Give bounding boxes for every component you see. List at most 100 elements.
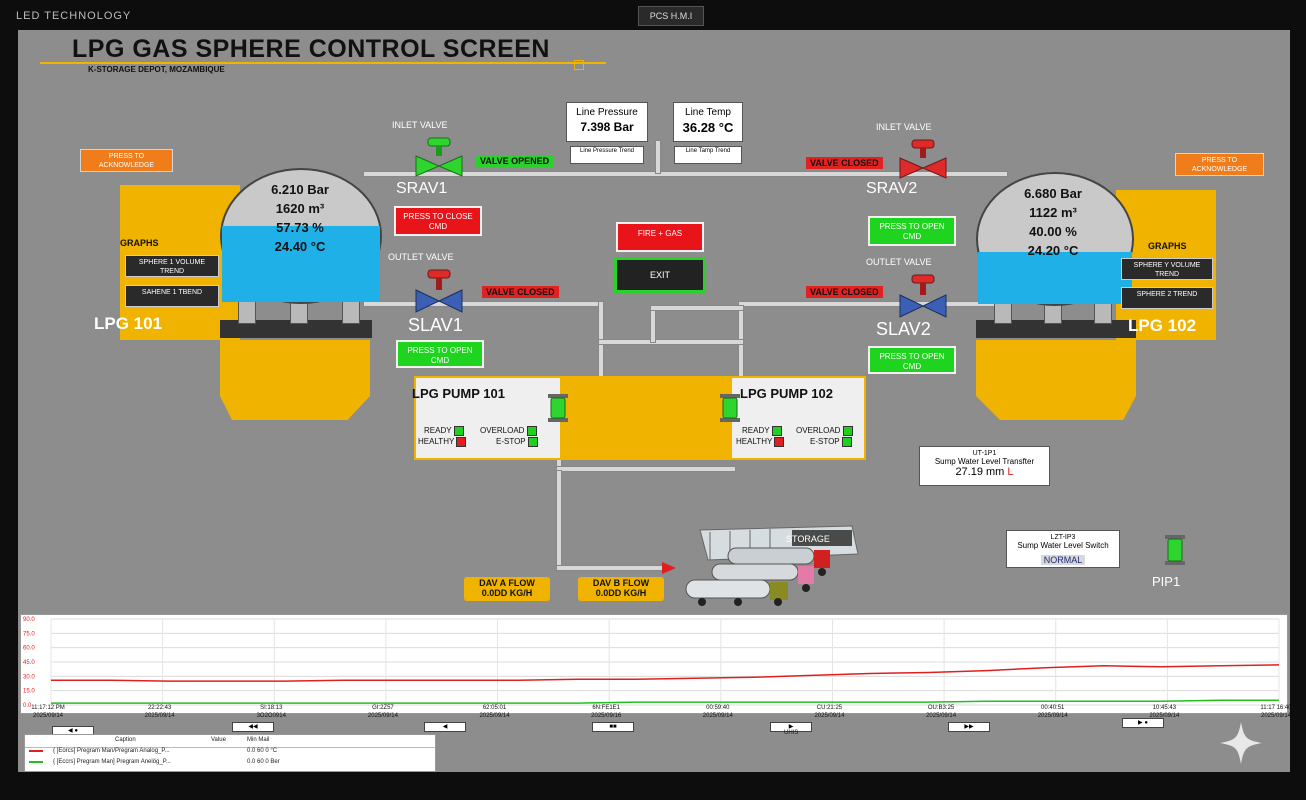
pump2-overload-row: OVERLOAD — [796, 426, 853, 436]
sphere1-temp: 24.40 °C — [274, 239, 326, 254]
pump2-icon[interactable] — [718, 392, 742, 424]
pump1-healthy-row: HEALTHY — [418, 437, 467, 447]
sphere2-level: 40.00 % — [1029, 224, 1077, 239]
sphere2-trend-button[interactable]: SPHERE 2 TREND — [1121, 287, 1213, 309]
srav2-open-button[interactable]: PRESS TO OPEN CMD — [868, 216, 956, 246]
srav2-caption: INLET VALVE — [876, 122, 932, 132]
pump1-ready-row: READY — [424, 426, 464, 436]
exit-button[interactable]: EXIT — [617, 260, 703, 290]
trend-nav-button[interactable]: ▶ — [770, 722, 812, 732]
cross-pipe-low — [598, 339, 744, 345]
pip1-pump-icon[interactable] — [1163, 533, 1187, 567]
slav2-open-button[interactable]: PRESS TO OPEN CMD — [868, 346, 956, 374]
left-outlet-pipe — [363, 301, 603, 307]
fire-gas-button[interactable]: FIRE + GAS — [616, 222, 704, 252]
line-temp-trend-button[interactable]: Line Tamp Trend — [674, 146, 742, 164]
line-pressure-box: Line Pressure 7.398 Bar — [566, 102, 648, 142]
ack-button-right[interactable]: PRESS TO ACKNOWLEDGE — [1175, 153, 1264, 176]
legend-divider — [25, 747, 435, 748]
sphere1-graphs-heading: GRAPHS — [120, 238, 159, 248]
right-outlet-pipe — [738, 301, 1008, 307]
sump-transmitter-flag: L — [1007, 466, 1014, 478]
pump1-estop-row: E-STOP — [496, 437, 538, 447]
slav1-valve-icon[interactable] — [414, 268, 464, 314]
legend-col-value: Value — [211, 737, 226, 743]
slav2-name: SLAV2 — [876, 319, 931, 339]
srav1-name: SRAV1 — [396, 180, 448, 197]
trend-nav-button[interactable]: ▶▶ — [948, 722, 990, 732]
slav1-name: SLAV1 — [408, 315, 463, 335]
sump-level-transmitter: UT-1P1 Sump Water Level Transfter 27.19 … — [919, 446, 1050, 486]
tanker-horizontal-pipe — [556, 565, 666, 571]
srav1-close-button[interactable]: PRESS TO CLOSE CMD — [394, 206, 482, 236]
slav1-status: VALVE CLOSED — [482, 286, 559, 298]
sphere1-trend-button[interactable]: SAHENE 1 TBEND — [125, 285, 219, 307]
line-temp-label: Line Temp — [685, 107, 731, 118]
slav1-caption: OUTLET VALVE — [388, 252, 454, 262]
top-header-pipe — [363, 171, 1008, 177]
trend-y-tick: 75.0 — [23, 631, 35, 637]
legend-green-swatch — [29, 761, 43, 763]
dav-a-flow-value: 0.0DD KG/H — [481, 588, 533, 598]
ack-button-left[interactable]: PRESS TO ACKNOWLEDGE — [80, 149, 173, 172]
sphere2-vessel[interactable] — [976, 172, 1134, 306]
line-pressure-value: 7.398 Bar — [580, 120, 634, 134]
srav2-valve-icon[interactable] — [898, 138, 948, 180]
trend-series-red — [51, 664, 1280, 682]
dav-b-flow-value: 0.0DD KG/H — [595, 588, 647, 598]
srav2-status: VALVE CLOSED — [806, 157, 883, 169]
pump2-overload-label: OVERLOAD — [796, 426, 841, 436]
sphere2-pressure: 6.680 Bar — [1024, 186, 1082, 201]
trend-x-tick-time: SI:18:13 — [260, 705, 283, 711]
srav1-status: VALVE OPENED — [476, 155, 554, 167]
dav-a-flow-label: DAV A FLOW — [479, 578, 535, 588]
pump2-estop-row: E-STOP — [810, 437, 852, 447]
pump1-healthy-indicator — [456, 437, 467, 447]
sphere2-plinth — [976, 320, 1136, 338]
trend-nav-button[interactable]: ◀ — [424, 722, 466, 732]
pump1-healthy-label: HEALTHY — [418, 437, 455, 447]
slav1-open-button[interactable]: PRESS TO OPEN CMD — [396, 340, 484, 368]
sump-switch-label: Sump Water Level Switch — [1017, 541, 1109, 550]
legend-row-2-value: 0.0 60 0 Ber — [247, 759, 280, 765]
sphere2-volume: 1122 m³ — [1029, 205, 1077, 220]
trend-nav-button[interactable]: ■■ — [592, 722, 634, 732]
sump-transmitter-tag: UT-1P1 — [972, 450, 997, 457]
sphere1-vessel[interactable] — [220, 168, 382, 304]
pump2-ready-row: READY — [742, 426, 782, 436]
trend-x-tick-time: CU:21:25 — [816, 705, 843, 711]
trend-x-tick-date: 2025/09/14 — [367, 713, 398, 719]
legend-red-swatch — [29, 750, 43, 752]
sphere1-readings: 6.210 Bar 1620 m³ 57.73 % 24.40 °C — [238, 180, 362, 256]
sphere1-volume-trend-button[interactable]: SPHERE 1 VOLUME TREND — [125, 255, 219, 277]
bezel-brand: LED TECHNOLOGY — [16, 10, 132, 22]
sphere2-volume-trend-button[interactable]: SPHERE Y VOLUME TREND — [1121, 258, 1213, 280]
pump2-ready-indicator — [771, 426, 782, 436]
line-pressure-trend-button[interactable]: Line Pressure Trend — [570, 146, 644, 164]
pump-skid — [556, 376, 730, 460]
pump-bottom-pipe — [556, 466, 736, 472]
pump2-estop-indicator — [841, 437, 852, 447]
flow-arrow-icon — [662, 562, 676, 574]
trend-y-tick: 45.0 — [23, 660, 35, 666]
slav2-valve-icon[interactable] — [898, 273, 948, 319]
pump1-overload-label: OVERLOAD — [480, 426, 525, 436]
trend-y-tick: 90.0 — [23, 617, 35, 623]
pump2-healthy-label: HEALTHY — [736, 437, 773, 447]
trend-x-tick-time: 6N:FE1E1 — [592, 705, 621, 711]
sphere2-readings: 6.680 Bar 1122 m³ 40.00 % 24.20 °C — [990, 184, 1116, 260]
pump1-icon[interactable] — [546, 392, 570, 424]
hmi-screen: LPG GAS SPHERE CONTROL SCREEN K-STORAGE … — [18, 30, 1292, 772]
trend-nav-button[interactable]: ▶ ● — [1122, 718, 1164, 728]
trend-series-green — [51, 699, 1279, 704]
instrument-riser-pipe — [655, 140, 661, 174]
trend-x-tick-time: 11:17:12 PM — [31, 705, 65, 711]
title-underline — [40, 62, 606, 64]
sphere1-level: 57.73 % — [276, 220, 324, 235]
trend-nav-button[interactable]: ◀◀ — [232, 722, 274, 732]
srav1-valve-icon[interactable] — [414, 136, 464, 178]
